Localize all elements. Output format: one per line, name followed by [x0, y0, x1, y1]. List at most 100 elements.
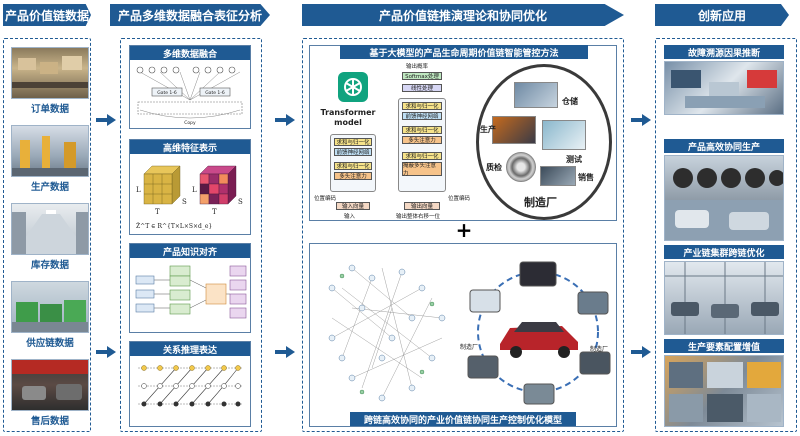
axis-label-l: L: [136, 186, 141, 194]
ring-factory-label: 制造厂: [590, 346, 609, 353]
data-item-inventory: 库存数据: [11, 203, 89, 271]
after-sales-image: [11, 359, 89, 411]
order-image: [11, 47, 89, 99]
collaborative-production-image: [664, 155, 784, 241]
factory-ring-diagram: [467, 261, 611, 405]
section-knowledge-alignment: 产品知识对齐: [129, 243, 251, 333]
header-col1: 产品价值链数据: [3, 4, 91, 26]
linear-box: 线性处理: [402, 84, 442, 92]
resource-allocation-image: [664, 355, 784, 427]
gate-label: Gate 1-6: [157, 90, 177, 96]
top-method-box: 基于大模型的产品生命周期价值链智能管控方法 Transformer model …: [309, 45, 617, 221]
inventory-image: [11, 203, 89, 255]
softmax-box: Softmax处理: [402, 72, 442, 80]
chatgpt-logo-icon: [338, 72, 368, 102]
transformer-name-line2: model: [334, 118, 362, 127]
production-label: 生产数据: [30, 182, 69, 193]
panel-value-chain-optimization: 基于大模型的产品生命周期价值链智能管控方法 Transformer model …: [302, 38, 624, 432]
factory-label-warehouse: 仓储: [562, 97, 578, 106]
fault-trace-image: [664, 61, 784, 115]
decoder-ff: 前馈神经网络: [402, 112, 442, 120]
axis-label-s: S: [182, 198, 187, 206]
axis-label-l: L: [192, 186, 197, 194]
encoder-add-norm: 求和与归一化: [334, 138, 372, 146]
out-prob-label: 输出概率: [406, 64, 429, 70]
arrow-right-icon: [275, 114, 295, 126]
transformer-name: Transformer: [320, 108, 376, 117]
ring-factory-label: 制造厂: [460, 344, 479, 351]
input-vector: 输入向量: [336, 202, 370, 210]
copy-label: Copy: [184, 120, 196, 126]
tensor-cube-diagram: L T S L T S Ẑ^T ∈ R^{T×L×S×d_e}: [136, 165, 243, 230]
header-col3-text: 产品价值链推演理论和协同优化: [378, 8, 547, 23]
arrow-right-icon: [631, 346, 651, 358]
data-item-order: 订单数据: [11, 47, 89, 115]
section-high-dim-features: 高维特征表示 L T S L T S Ẑ^T ∈ R^{T×L×S×d: [129, 139, 251, 235]
factory-photo-production: [492, 116, 536, 144]
decoder-add-norm: 求和与归一化: [402, 102, 442, 110]
output-vector: 输出向量: [404, 202, 440, 210]
factory-photo-test: [542, 120, 586, 150]
arrow-right-icon: [96, 114, 116, 126]
section-title: 产品知识对齐: [130, 244, 250, 258]
decoder-add-norm: 求和与归一化: [402, 126, 442, 134]
decoder-masked-mha: 掩蔽多头注意力: [402, 162, 442, 177]
input-label: 输入: [344, 214, 356, 220]
app-title-fault-trace: 故障溯源因果推断: [664, 45, 784, 59]
relation-reasoning-diagram: [138, 365, 242, 407]
alignment-flow-diagram: [135, 265, 247, 319]
production-image: [11, 125, 89, 177]
plus-icon: +: [455, 218, 473, 242]
encoder-add-norm: 求和与归一化: [334, 162, 372, 170]
inventory-label: 库存数据: [30, 260, 69, 271]
arrow-right-icon: [96, 346, 116, 358]
factory-photo-sales: [540, 166, 576, 186]
bottom-model-title: 跨链高效协同的产业价值链协同生产控制优化模型: [350, 412, 576, 426]
section-title: 高维特征表示: [130, 140, 250, 154]
factory-label-test: 测试: [566, 155, 582, 164]
header-col2: 产品多维数据融合表征分析: [110, 4, 270, 26]
factory-center-label: 制造厂: [524, 196, 557, 209]
panel-feature-analysis: 多维数据融合 Gate 1-6 Gate 1-6 Copy 高维特征表示: [120, 38, 262, 432]
after-sales-label: 售后数据: [30, 416, 69, 427]
data-item-supply-chain: 供应链数据: [11, 281, 89, 349]
factory-label-production: 生产: [480, 125, 496, 134]
encoder-ff: 前馈神经网络: [334, 148, 372, 156]
section-relation-reasoning: 关系推理表达: [129, 341, 251, 427]
app-title-collaborative-production: 产品高效协同生产: [664, 139, 784, 153]
industry-network-graph: [328, 264, 446, 402]
header-col1-text: 产品价值链数据: [4, 8, 89, 23]
data-item-production: 生产数据: [11, 125, 89, 193]
factory-photo-warehouse: [514, 82, 558, 108]
app-title-cross-chain-optimization: 产业链集群跨链优化: [664, 245, 784, 259]
axis-label-s: S: [238, 198, 243, 206]
tensor-formula: Ẑ^T ∈ R^{T×L×S×d_e}: [136, 222, 212, 230]
pos-enc-label: 位置编码: [448, 196, 471, 202]
header-col3: 产品价值链推演理论和协同优化: [302, 4, 624, 26]
arrow-right-icon: [275, 346, 295, 358]
decoder-add-norm: 求和与归一化: [402, 152, 442, 160]
header-col2-text: 产品多维数据融合表征分析: [117, 8, 262, 23]
cross-chain-optimization-image: [664, 261, 784, 335]
encoder-mha: 多头注意力: [334, 172, 372, 180]
section-title: 关系推理表达: [130, 342, 250, 356]
panel-data-sources: 订单数据 生产数据 库存数据 供应链数据 售后数据: [3, 38, 91, 432]
supply-chain-label: 供应链数据: [26, 338, 74, 349]
axis-label-t: T: [155, 208, 160, 216]
factory-photo-qc: [506, 152, 536, 182]
data-item-after-sales: 售后数据: [11, 359, 89, 427]
header-col4-text: 创新应用: [697, 8, 746, 23]
app-title-resource-allocation: 生产要素配置增值: [664, 339, 784, 353]
fusion-network-diagram: Gate 1-6 Gate 1-6 Copy: [136, 66, 243, 126]
axis-label-t: T: [212, 208, 217, 216]
bottom-model-box: 制造厂 制造厂 跨链高效协同的产业价值链协同生产控制优化模型: [309, 243, 617, 427]
gate-label: Gate 1-6: [205, 90, 225, 96]
panel-innovative-applications: 故障溯源因果推断 产品高效协同生产 产业链集群跨链优化 生产要素配置增值: [655, 38, 797, 432]
factory-label-sales: 销售: [578, 173, 594, 182]
decoder-mha: 多头注意力: [402, 136, 442, 144]
arrow-right-icon: [631, 114, 651, 126]
supply-chain-image: [11, 281, 89, 333]
factory-label-qc: 质检: [486, 163, 502, 172]
output-shift-label: 输出整体右移一位: [396, 214, 441, 220]
order-label: 订单数据: [30, 104, 69, 115]
